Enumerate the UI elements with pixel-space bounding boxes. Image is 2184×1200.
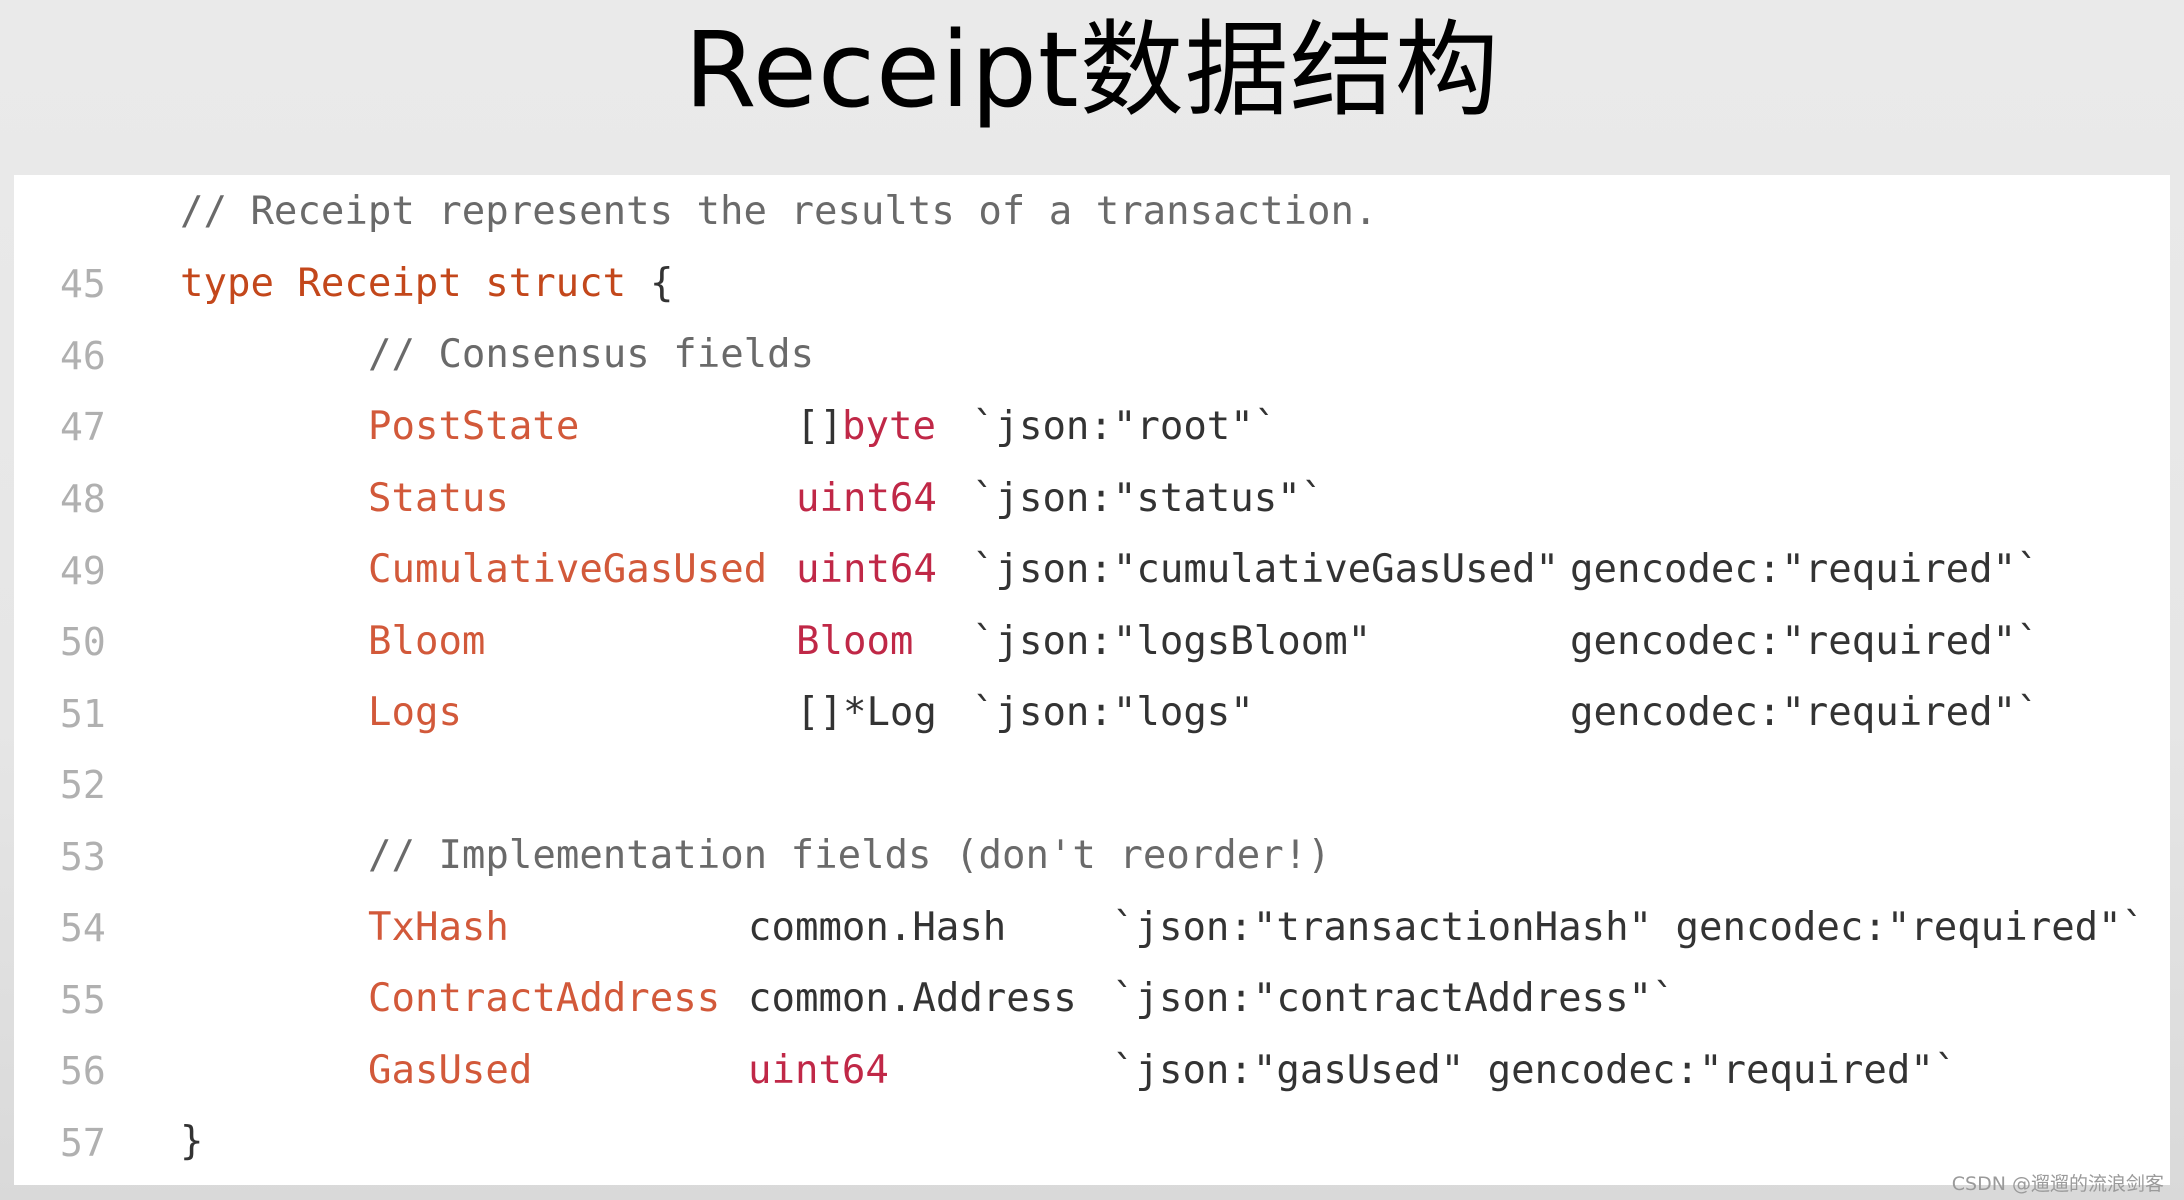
struct-tag: `json:"gasUsed" gencodec:"required"`	[1112, 1048, 1958, 1093]
struct-tag: `json:"logs"	[972, 690, 1254, 735]
field-name: ContractAddress	[368, 976, 721, 1021]
line-number: 51	[60, 692, 106, 736]
watermark: CSDN @遛遛的流浪剑客	[1951, 1173, 2164, 1195]
line-number: 48	[60, 477, 106, 521]
struct-tag-gencodec: gencodec:"required"`	[1570, 690, 2040, 735]
code-line: 53	[14, 749, 2170, 879]
line-number: 56	[60, 1049, 106, 1093]
field-name: Status	[368, 476, 509, 521]
code-line: 47 // Consensus fields	[14, 319, 2170, 449]
code-panel: 45 // Receipt represents the results of …	[14, 175, 2170, 1185]
close-brace: }	[180, 1119, 204, 1164]
struct-tag: `json:"root"`	[972, 404, 1278, 449]
code-line: 50 CumulativeGasUsed uint64 `json:"cumul…	[14, 534, 2170, 664]
struct-tag-gencodec: gencodec:"required"`	[1570, 619, 2040, 664]
line-number: 45	[60, 262, 106, 306]
code-line: 54 // Implementation fields (don't reord…	[14, 820, 2170, 950]
code-line: 51 Bloom Bloom `json:"logsBloom" gencode…	[14, 606, 2170, 736]
field-name: Logs	[368, 690, 462, 735]
field-type: common.Hash	[748, 905, 1007, 950]
line-number: 54	[60, 906, 106, 950]
field-name: PostState	[368, 404, 580, 449]
open-brace: {	[650, 261, 674, 306]
code-comment: // Consensus fields	[368, 332, 815, 377]
field-type: uint64	[796, 476, 937, 521]
field-name: CumulativeGasUsed	[368, 547, 768, 592]
struct-declaration: type Receipt struct	[180, 261, 627, 306]
field-name: Bloom	[368, 619, 486, 664]
code-line: 46 type Receipt struct {	[14, 248, 2170, 378]
line-number: 55	[60, 978, 106, 1022]
line-number: 47	[60, 405, 106, 449]
struct-tag: `json:"cumulativeGasUsed"	[972, 547, 1559, 592]
field-name: TxHash	[368, 905, 509, 950]
field-type: common.Address	[748, 976, 1077, 1021]
type-bracket: []	[796, 404, 843, 449]
code-line: 45 // Receipt represents the results of …	[14, 176, 2170, 306]
code-comment: // Implementation fields (don't reorder!…	[368, 833, 1331, 878]
struct-tag-gencodec: gencodec:"required"`	[1570, 547, 2040, 592]
struct-tag: `json:"status"`	[972, 476, 1325, 521]
code-line: 58 }	[14, 1106, 2170, 1178]
code-line: 48 PostState [] byte `json:"root"`	[14, 391, 2170, 521]
code-line: 52 Logs []*Log `json:"logs" gencodec:"re…	[14, 677, 2170, 807]
code-line: 55 TxHash common.Hash `json:"transaction…	[14, 892, 2170, 1022]
struct-tag: `json:"transactionHash" gencodec:"requir…	[1112, 905, 2146, 950]
struct-tag: `json:"contractAddress"`	[1112, 976, 1676, 1021]
line-number: 50	[60, 620, 106, 664]
line-number: 46	[60, 334, 106, 378]
code-line: 57 GasUsed uint64 `json:"gasUsed" gencod…	[14, 1035, 2170, 1165]
field-type: uint64	[796, 547, 937, 592]
field-name: GasUsed	[368, 1048, 533, 1093]
field-type: Bloom	[796, 619, 914, 664]
code-comment: // Receipt represents the results of a t…	[180, 189, 1378, 234]
code-line: 49 Status uint64 `json:"status"`	[14, 463, 2170, 593]
line-number: 52	[60, 763, 106, 807]
field-type: byte	[842, 404, 936, 449]
slide-title: Receipt数据结构	[684, 9, 1500, 131]
line-number: 53	[60, 835, 106, 879]
line-number: 57	[60, 1121, 106, 1165]
line-number: 49	[60, 549, 106, 593]
field-type: []*Log	[796, 690, 937, 735]
field-type: uint64	[748, 1048, 889, 1093]
struct-tag: `json:"logsBloom"	[972, 619, 1372, 664]
code-line: 56 ContractAddress common.Address `json:…	[14, 963, 2170, 1093]
line-number: 58	[60, 1178, 140, 1185]
